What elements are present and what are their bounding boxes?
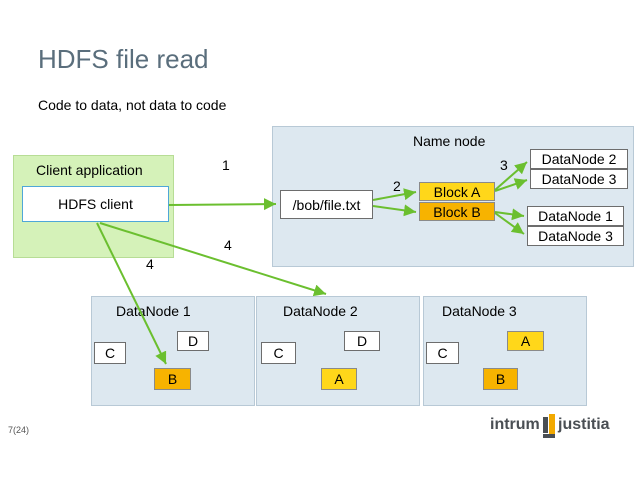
name-node-label: Name node bbox=[413, 133, 486, 149]
datanode-1-label: DataNode 1 bbox=[116, 303, 191, 319]
arrow-step-4-datanode-1 bbox=[96, 222, 167, 365]
datanode-2-block-c: C bbox=[261, 342, 296, 364]
location-b-datanode-3: DataNode 3 bbox=[527, 226, 624, 246]
datanode-3-label: DataNode 3 bbox=[442, 303, 517, 319]
datanode-3-block-c: C bbox=[426, 342, 459, 364]
step-4-label-left: 4 bbox=[146, 256, 154, 272]
step-4-label-right: 4 bbox=[224, 237, 232, 253]
block-a-entry: Block A bbox=[419, 182, 495, 201]
arrow-step-1 bbox=[168, 198, 277, 211]
location-a-datanode-3: DataNode 3 bbox=[530, 169, 628, 189]
datanode-1-block-b: B bbox=[154, 368, 191, 390]
arrow-step-3b bbox=[494, 178, 528, 192]
datanode-2-block-a: A bbox=[321, 368, 357, 390]
arrow-step-2b bbox=[372, 204, 417, 217]
step-2-label: 2 bbox=[393, 178, 401, 194]
step-1-label: 1 bbox=[222, 157, 230, 173]
datanode-3-block-b: B bbox=[483, 368, 518, 390]
arrow-step-4-datanode-2 bbox=[99, 222, 327, 297]
logo-word-justitia: justitia bbox=[558, 416, 610, 433]
hdfs-client-box: HDFS client bbox=[22, 186, 169, 222]
intrum-justitia-logo: intrum justitia bbox=[490, 414, 610, 444]
location-b-datanode-1: DataNode 1 bbox=[527, 206, 624, 226]
arrow-step-3a bbox=[494, 161, 528, 191]
step-3-label: 3 bbox=[500, 157, 508, 173]
datanode-1-block-d: D bbox=[177, 331, 209, 351]
datanode-3-block-a: A bbox=[507, 331, 544, 351]
datanode-1-block-c: C bbox=[94, 342, 126, 364]
datanode-2-label: DataNode 2 bbox=[283, 303, 358, 319]
arrow-step-2a bbox=[372, 188, 417, 201]
block-b-entry: Block B bbox=[419, 202, 495, 221]
file-path-box: /bob/file.txt bbox=[280, 190, 373, 219]
logo-word-intrum: intrum bbox=[490, 416, 540, 433]
page-title: HDFS file read bbox=[38, 44, 209, 74]
page-number: 7(24) bbox=[8, 425, 30, 435]
client-application-label: Client application bbox=[36, 162, 143, 178]
arrow-step-3d bbox=[494, 212, 525, 235]
logo-mark-icon bbox=[543, 414, 555, 438]
location-a-datanode-2: DataNode 2 bbox=[530, 149, 628, 169]
page-subtitle: Code to data, not data to code bbox=[38, 97, 227, 113]
datanode-2-block-d: D bbox=[344, 331, 380, 351]
arrow-step-3c bbox=[494, 208, 525, 221]
